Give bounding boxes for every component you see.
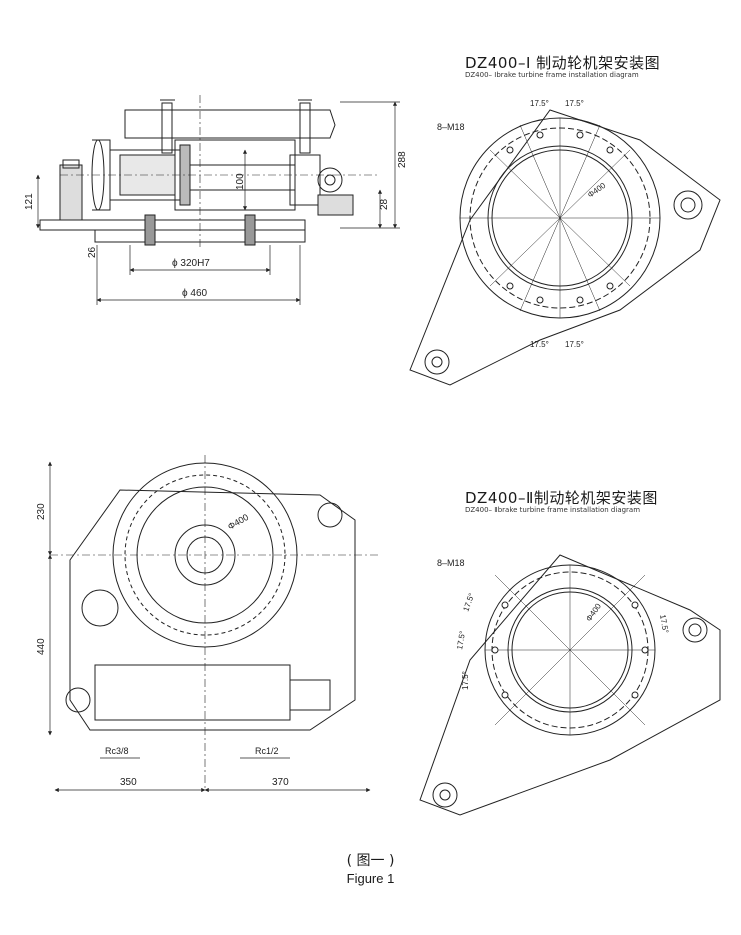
angle-bottom-2: 17.5° — [455, 630, 467, 650]
angle-top-2: 17.5° — [565, 99, 584, 108]
top-plan-drawing — [409, 109, 721, 386]
label-phi400-top: Φ400 — [586, 181, 608, 200]
dim-440: 440 — [36, 638, 47, 655]
bottom-plan-labels: 8–M18 Φ400 17.5° 17.5° 17.5° 17.5° — [437, 558, 670, 690]
label-8-m18-bottom: 8–M18 — [437, 558, 465, 568]
angle-bottom-3: 17.5° — [461, 671, 470, 690]
side-view-dimensions — [35, 101, 400, 305]
label-rc1-2: Rc1/2 — [255, 746, 279, 756]
side-view-drawing — [39, 95, 380, 250]
label-8-m18-top: 8–M18 — [437, 122, 465, 132]
dim-phi460: ϕ 460 — [182, 288, 208, 299]
front-view-drawing — [50, 455, 380, 790]
angle-bottom-1: 17.5° — [461, 592, 476, 613]
dim-26: 26 — [87, 246, 98, 258]
dim-100: 100 — [235, 173, 246, 190]
dim-288: 288 — [397, 151, 408, 168]
bottom-diagram-title: DZ400–Ⅱ制动轮机架安装图 — [465, 489, 658, 507]
dim-28: 28 — [379, 198, 390, 210]
figure-caption-en: Figure 1 — [346, 871, 395, 886]
dim-121: 121 — [24, 193, 35, 210]
angle-bottom-4: 17.5° — [658, 614, 670, 634]
front-view-dim-text: 230 440 350 370 Φ400 Rc3/8 Rc1/2 — [36, 503, 289, 788]
angle-top-3: 17.5° — [530, 340, 549, 349]
dim-370: 370 — [272, 777, 289, 788]
dim-phi320h7: ϕ 320H7 — [172, 258, 210, 269]
bottom-plan-drawing — [419, 554, 721, 816]
side-view-dim-text: 288 28 121 100 26 ϕ 320H7 ϕ 460 — [24, 151, 408, 299]
bottom-diagram-subtitle: DZ400– Ⅱbrake turbine frame installation… — [465, 506, 641, 514]
top-diagram-title: DZ400–Ⅰ 制动轮机架安装图 — [465, 54, 661, 72]
angle-top-4: 17.5° — [565, 340, 584, 349]
label-rc3-8: Rc3/8 — [105, 746, 129, 756]
angle-top-1: 17.5° — [530, 99, 549, 108]
dim-350: 350 — [120, 777, 137, 788]
figure-caption-cn: ( 图一 ) — [346, 853, 395, 869]
front-view-dimensions — [47, 461, 371, 793]
top-diagram-subtitle: DZ400– Ⅰbrake turbine frame installation… — [465, 71, 639, 79]
label-phi400-front: Φ400 — [226, 512, 250, 532]
dim-230: 230 — [36, 503, 47, 520]
